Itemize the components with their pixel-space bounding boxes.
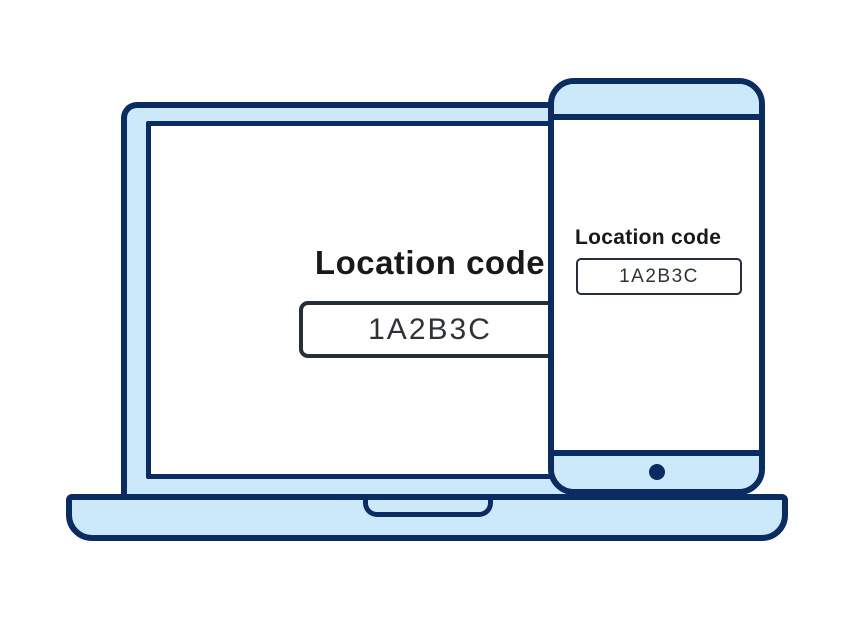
phone-location-code-label: Location code <box>575 226 722 249</box>
laptop-lid-notch <box>363 500 493 517</box>
phone-footer <box>554 450 759 489</box>
laptop-base <box>66 494 788 541</box>
laptop-location-code-label: Location code <box>314 244 546 281</box>
phone-header <box>554 84 759 120</box>
phone-location-code-input[interactable]: 1A2B3C <box>576 258 742 295</box>
laptop-location-code-input[interactable]: 1A2B3C <box>299 301 561 358</box>
home-button-dot <box>648 463 665 480</box>
phone: Location code 1A2B3C <box>548 78 765 495</box>
